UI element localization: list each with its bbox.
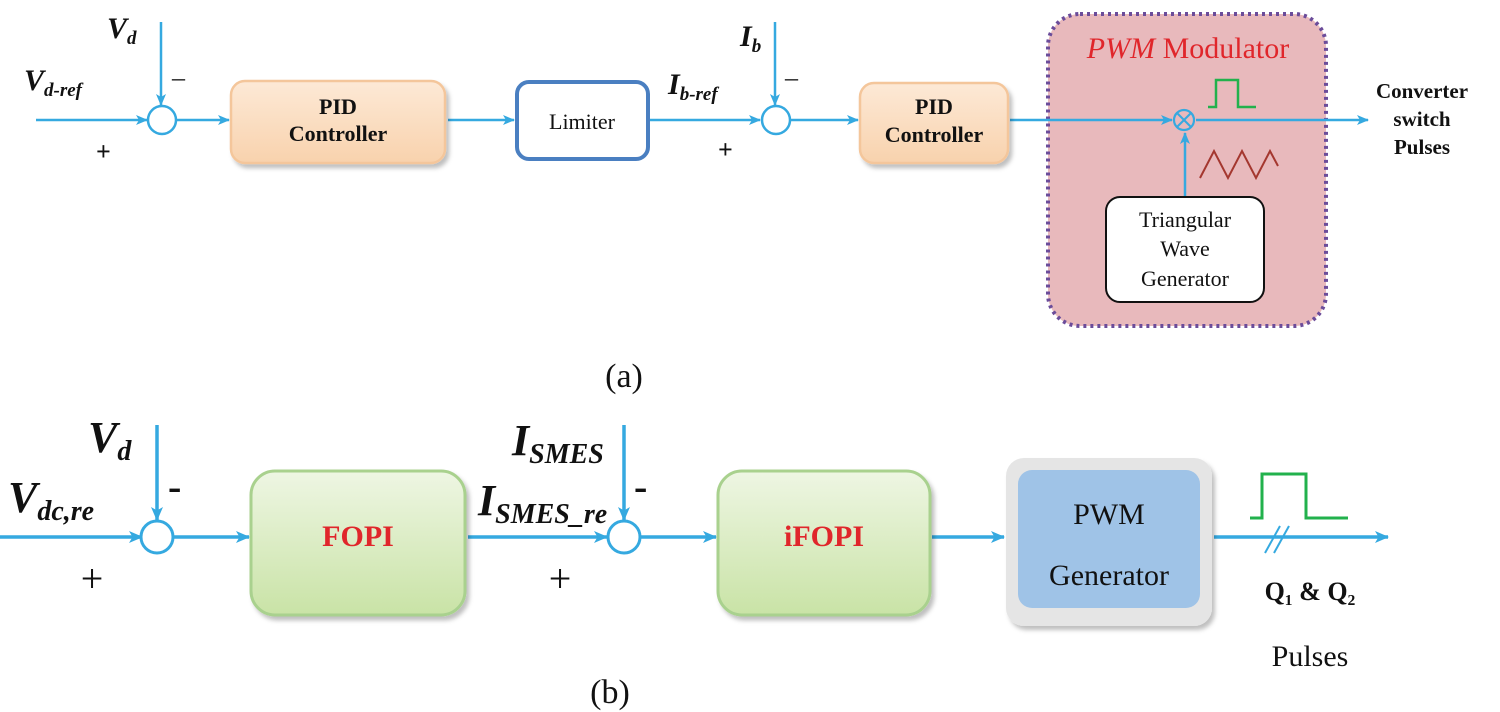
pwm-modulator-title: PWM Modulator bbox=[1086, 32, 1289, 65]
pid-controller-2 bbox=[858, 81, 1010, 165]
ifopi-label: iFOPI bbox=[784, 520, 864, 553]
fopi-label: FOPI bbox=[322, 520, 394, 553]
sum2-minus-sign-b: - bbox=[634, 464, 647, 509]
output-q1-q2: Q₁ & Q₂ bbox=[1265, 577, 1356, 606]
fopi-block bbox=[249, 469, 467, 617]
multiplier-symbol bbox=[1172, 108, 1196, 132]
label-vdc-re: Vdc,re bbox=[8, 473, 94, 527]
sum1-minus-sign-b: - bbox=[168, 464, 181, 509]
panel-b: FOPI iFOPI PWM Generator Vdc,re Vd - + I… bbox=[0, 413, 1389, 711]
sum1-plus-sign-b: + bbox=[81, 556, 104, 601]
limiter-block bbox=[515, 80, 650, 161]
pwm-generator-block bbox=[1018, 470, 1200, 608]
pid-controller-1 bbox=[229, 79, 447, 165]
sum2-minus-sign: – bbox=[784, 63, 799, 92]
summing-junction-2 bbox=[760, 104, 792, 136]
pid-controller-1-label-2: Controller bbox=[289, 121, 388, 146]
label-vd-b: Vd bbox=[88, 413, 132, 467]
pwm-generator-label-1: PWM bbox=[1073, 498, 1145, 531]
sum2-plus-sign: + bbox=[718, 135, 733, 164]
summing-junction-b1 bbox=[139, 519, 175, 555]
tri-gen-label-1: Triangular bbox=[1139, 207, 1232, 232]
label-ib: Ib bbox=[739, 20, 761, 57]
triangular-wave-generator bbox=[1105, 196, 1265, 303]
output-pulses-b: Pulses bbox=[1272, 640, 1349, 673]
label-vd-a: Vd bbox=[107, 12, 137, 49]
sum2-plus-sign-b: + bbox=[549, 556, 572, 601]
label-ismes: ISMES bbox=[511, 416, 604, 470]
label-ib-ref: Ib-ref bbox=[667, 68, 719, 105]
pulse-wave-icon bbox=[1208, 78, 1256, 109]
bus-slash-2 bbox=[1273, 525, 1290, 554]
tri-gen-label-3: Generator bbox=[1141, 266, 1230, 291]
panel-a: PWM Modulator PID Controller Limiter bbox=[24, 12, 1468, 395]
summing-junction-1 bbox=[146, 104, 178, 136]
ifopi-block bbox=[716, 469, 932, 617]
output-label-2: switch bbox=[1393, 107, 1450, 131]
caption-a: (a) bbox=[605, 358, 643, 395]
sum1-minus-sign: – bbox=[171, 63, 186, 92]
label-vd-ref: Vd-ref bbox=[24, 64, 84, 101]
bus-slash-1 bbox=[1264, 525, 1281, 554]
sum1-plus-sign: + bbox=[96, 137, 111, 166]
output-label-3: Pulses bbox=[1394, 135, 1450, 159]
limiter-label: Limiter bbox=[549, 109, 616, 134]
caption-b: (b) bbox=[590, 674, 630, 711]
pulse-wave-icon-b bbox=[1250, 472, 1348, 520]
tri-gen-label-2: Wave bbox=[1160, 236, 1210, 261]
pid-controller-2-label-1: PID bbox=[915, 94, 953, 119]
pid-controller-1-label-1: PID bbox=[319, 94, 357, 119]
pid-controller-2-label-2: Controller bbox=[885, 122, 984, 147]
output-label-1: Converter bbox=[1376, 79, 1468, 103]
triangle-wave-icon bbox=[1199, 148, 1279, 181]
pwm-generator-label-2: Generator bbox=[1049, 559, 1169, 592]
label-ismes-re: ISMES_re bbox=[477, 476, 607, 530]
summing-junction-b2 bbox=[606, 519, 642, 555]
